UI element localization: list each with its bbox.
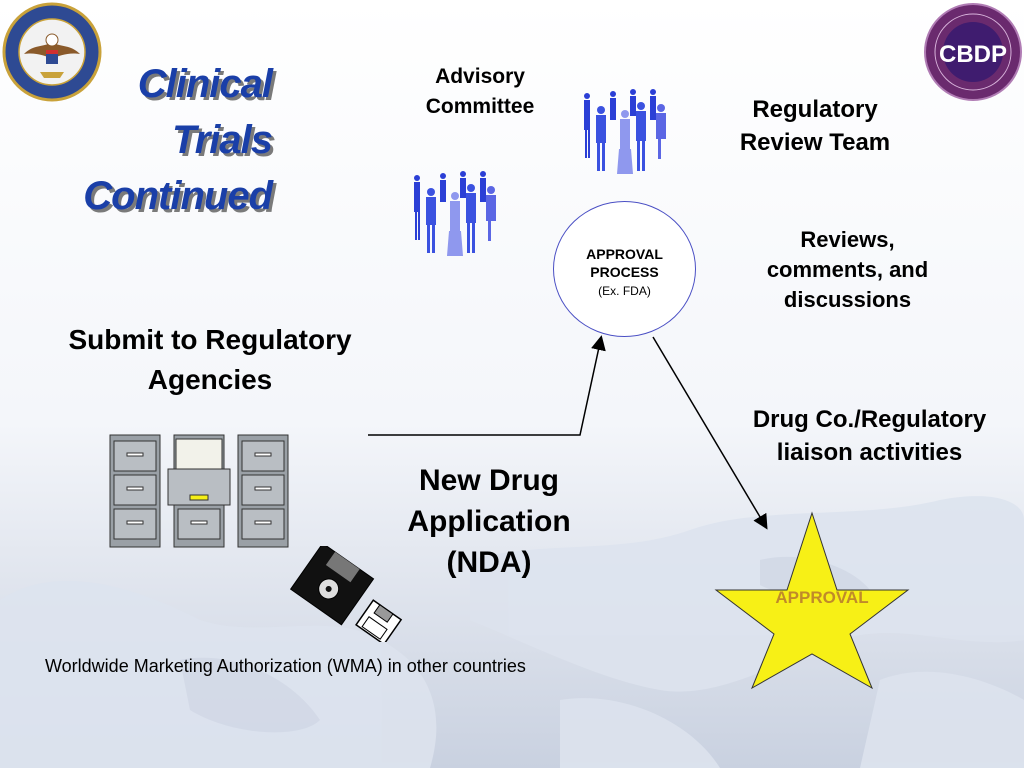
advisory-committee-people-icon (414, 171, 496, 256)
process-to-approval-arrow (652, 336, 768, 530)
approval-star (714, 511, 910, 690)
nda-to-approval-arrow (368, 335, 606, 436)
regulatory-team-people-icon (584, 89, 666, 174)
title-line-2: Trials (172, 118, 273, 162)
slide-title: Clinical Trials Continued (10, 56, 273, 224)
approval-process-circle: APPROVAL PROCESS (Ex. FDA) (553, 201, 696, 337)
reviews-label: Reviews, comments, and discussions (766, 227, 929, 312)
title-line-1: Clinical (137, 62, 273, 106)
approval-star-label: APPROVAL (775, 588, 869, 607)
floppy-disks-icon (289, 546, 403, 642)
dod-seal-logo (2, 2, 102, 102)
approval-process-line2: PROCESS (590, 264, 659, 280)
title-line-3: Continued (83, 174, 273, 218)
approval-process-line3: (Ex. FDA) (598, 284, 651, 298)
wma-label: Worldwide Marketing Authorization (WMA) … (45, 656, 526, 676)
liaison-label: Drug Co./Regulatory liaison activities (752, 406, 987, 466)
approval-process-line1: APPROVAL (586, 246, 663, 262)
submit-label: Submit to Regulatory Agencies (68, 324, 352, 395)
cbdp-logo: CBDP (924, 3, 1022, 101)
file-cabinets-icon (109, 434, 289, 548)
cbdp-logo-text: CBDP (939, 41, 1007, 68)
advisory-committee-label: Advisory Committee (425, 65, 535, 118)
nda-label: New Drug Application (NDA) (407, 464, 571, 579)
regulatory-review-team-label: Regulatory Review Team (739, 96, 891, 156)
